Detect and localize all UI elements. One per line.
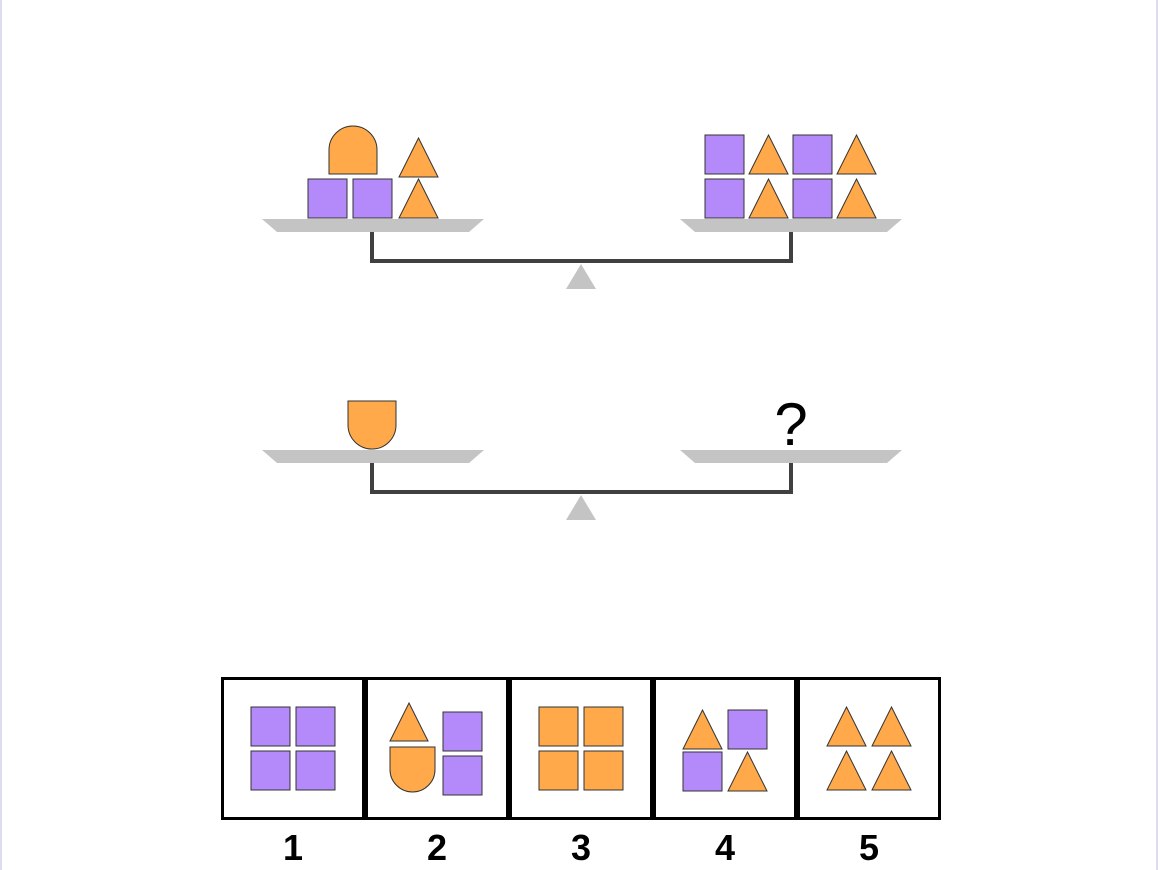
scale-bottom-fulcrum — [566, 495, 596, 520]
answer-option-1-square-purple — [295, 706, 336, 747]
answer-option-2-box[interactable] — [365, 677, 509, 820]
scale-top-left-square-purple — [352, 178, 393, 219]
frame-border-left — [0, 0, 2, 870]
scale-bottom-left-pan — [262, 450, 484, 463]
scale-top-right-triangle-orange — [748, 133, 789, 175]
answer-options: 1 2 3 4 5 — [221, 677, 941, 869]
answer-option-2-label: 2 — [427, 827, 447, 868]
scale-top-right-triangle-orange — [836, 133, 877, 175]
answer-option-4[interactable]: 4 — [653, 677, 797, 869]
answer-option-4-square-purple — [682, 751, 723, 792]
scale-bottom-beam — [370, 463, 793, 494]
answer-option-5-triangle-orange — [871, 749, 912, 791]
answer-option-5[interactable]: 5 — [797, 677, 941, 869]
question-mark: ? — [774, 391, 807, 458]
answer-option-3-square-orange — [538, 706, 579, 747]
answer-option-1-label: 1 — [283, 827, 303, 868]
scale-top-left-items — [307, 125, 439, 219]
scale-top-right-triangle-orange — [748, 177, 789, 219]
answer-option-2-cup-orange — [389, 746, 436, 793]
scale-top-right-square-purple — [792, 134, 833, 175]
answer-option-3-square-orange — [538, 750, 579, 791]
answer-option-1-square-purple — [250, 750, 291, 791]
scale-top-beam — [370, 232, 793, 263]
scale-bottom: ? — [262, 391, 902, 520]
answer-option-2-triangle-orange — [389, 701, 429, 742]
answer-option-1-square-purple — [250, 706, 291, 747]
answer-option-3-box[interactable] — [509, 677, 653, 820]
answer-option-3-square-orange — [583, 706, 624, 747]
scale-bottom-right-pan — [680, 450, 902, 463]
scale-top-left-triangle-orange — [398, 177, 439, 219]
scale-top-right-triangle-orange — [836, 177, 877, 219]
scale-top-right-square-purple — [704, 178, 745, 219]
answer-option-4-triangle-orange — [727, 750, 768, 792]
answer-option-1-box[interactable] — [221, 677, 365, 820]
answer-option-2-square-purple — [442, 755, 483, 796]
answer-option-5-box[interactable] — [797, 677, 941, 820]
answer-option-5-triangle-orange — [826, 705, 867, 747]
scale-top-right-items — [704, 133, 877, 219]
scale-top-right-square-purple — [792, 178, 833, 219]
answer-option-3-label: 3 — [571, 827, 591, 868]
answer-option-4-label: 4 — [715, 827, 735, 868]
scale-top-fulcrum — [566, 264, 596, 289]
answer-option-4-box[interactable] — [653, 677, 797, 820]
scale-top-left-square-purple — [307, 178, 348, 219]
answer-option-5-triangle-orange — [826, 749, 867, 791]
answer-option-5-triangle-orange — [871, 705, 912, 747]
scale-bottom-left-items — [347, 400, 397, 450]
answer-option-3-square-orange — [583, 750, 624, 791]
answer-option-4-square-purple — [727, 709, 768, 750]
answer-option-3[interactable]: 3 — [509, 677, 653, 869]
scale-top-left-dome-orange — [328, 125, 378, 175]
answer-option-2[interactable]: 2 — [365, 677, 509, 869]
answer-option-1[interactable]: 1 — [221, 677, 365, 869]
frame-border-right — [1156, 0, 1158, 870]
answer-option-4-triangle-orange — [682, 708, 723, 750]
scale-top-left-triangle-orange — [398, 136, 439, 178]
answer-option-1-square-purple — [295, 750, 336, 791]
scale-top-right-square-purple — [704, 134, 745, 175]
answer-option-5-label: 5 — [859, 827, 879, 868]
scale-top-right-pan — [680, 219, 902, 232]
scale-top — [262, 125, 902, 289]
answer-option-2-square-purple — [442, 711, 483, 752]
scale-top-left-pan — [262, 219, 484, 232]
scale-bottom-left-cup-orange — [347, 400, 397, 450]
